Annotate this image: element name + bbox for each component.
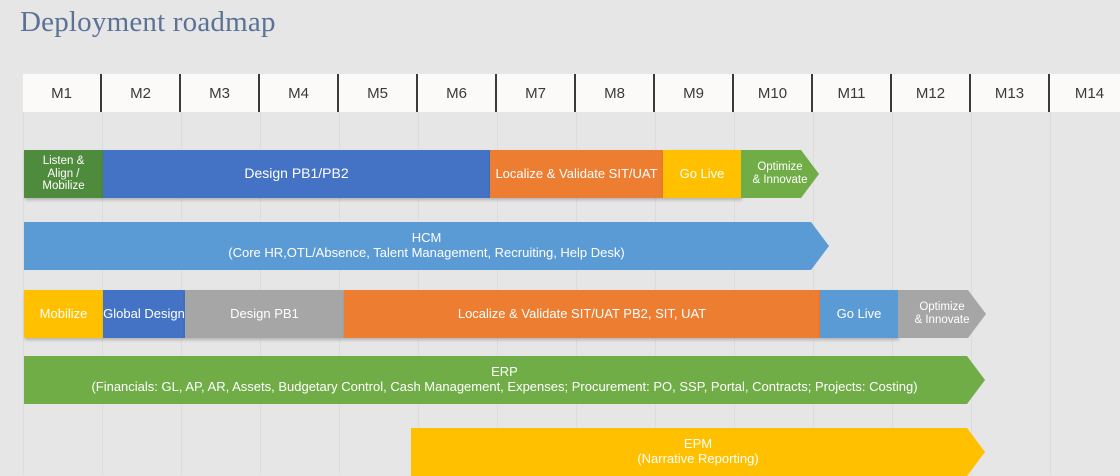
segment-label-line2: (Financials: GL, AP, AR, Assets, Budgeta… bbox=[91, 379, 918, 394]
segment-erp-erp-bar[interactable]: ERP(Financials: GL, AP, AR, Assets, Budg… bbox=[24, 356, 985, 404]
month-cell-m9[interactable]: M9 bbox=[655, 74, 734, 112]
segment-erp-phases-design-pb1[interactable]: Design PB1 bbox=[185, 290, 344, 338]
month-cell-m5[interactable]: M5 bbox=[339, 74, 418, 112]
month-cell-m12[interactable]: M12 bbox=[892, 74, 971, 112]
segment-erp-phases-mobilize[interactable]: Mobilize bbox=[24, 290, 103, 338]
lane-phases: Listen &Align /Mobilize Design PB1/PB2 Loc… bbox=[0, 150, 1120, 198]
segment-label-line1: Optimize bbox=[919, 301, 965, 314]
lane-erp: ERP(Financials: GL, AP, AR, Assets, Budg… bbox=[0, 356, 1120, 404]
segment-label-line1: Listen & bbox=[42, 154, 85, 167]
segment-label-line1: EPM bbox=[683, 436, 713, 452]
segment-label-line1: Global Design bbox=[103, 305, 185, 321]
month-cell-m8[interactable]: M8 bbox=[576, 74, 655, 112]
segment-label-line3: Mobilize bbox=[42, 180, 85, 193]
segment-label-line2: Align / bbox=[47, 167, 80, 180]
segment-epm-epm-bar[interactable]: EPM(Narrative Reporting) bbox=[411, 428, 985, 476]
segment-erp-phases-global-design[interactable]: Global Design bbox=[103, 290, 185, 338]
segment-phases-optimize-innovate[interactable]: Optimize& Innovate bbox=[741, 150, 819, 198]
segment-label-line2: (Narrative Reporting) bbox=[637, 451, 759, 466]
segment-erp-phases-localize-validate-sit-uat-pb2[interactable]: Localize & Validate SIT/UAT PB2, SIT, UA… bbox=[344, 290, 820, 338]
segment-label-line2: & Innovate bbox=[914, 314, 970, 326]
month-cell-m1[interactable]: M1 bbox=[23, 74, 102, 112]
month-cell-m2[interactable]: M2 bbox=[102, 74, 181, 112]
page-title: Deployment roadmap bbox=[20, 6, 276, 38]
month-cell-m4[interactable]: M4 bbox=[260, 74, 339, 112]
segment-label-line1: Localize & Validate SIT/UAT bbox=[495, 165, 658, 181]
segment-label-line1: Mobilize bbox=[39, 305, 88, 321]
segment-phases-listen-align-mobilize[interactable]: Listen &Align /Mobilize bbox=[24, 150, 103, 198]
month-cell-m13[interactable]: M13 bbox=[971, 74, 1050, 112]
segment-label-line1: Go Live bbox=[836, 305, 882, 321]
lane-hcm: HCM(Core HR,OTL/Absence, Talent Manageme… bbox=[0, 222, 1120, 270]
lane-erp-phases: Mobilize Global Design Design PB1 Localize … bbox=[0, 290, 1120, 338]
segment-label-line1: Design PB1 bbox=[230, 305, 299, 321]
segment-label-line1: HCM bbox=[411, 230, 442, 246]
segment-label-line1: Design PB1/PB2 bbox=[244, 165, 349, 182]
lane-epm: EPM(Narrative Reporting) bbox=[0, 428, 1120, 476]
month-cell-m6[interactable]: M6 bbox=[418, 74, 497, 112]
segment-phases-localize-validate-sit-uat[interactable]: Localize & Validate SIT/UAT bbox=[490, 150, 663, 198]
segment-hcm-hcm-bar[interactable]: HCM(Core HR,OTL/Absence, Talent Manageme… bbox=[24, 222, 829, 270]
segment-phases-design-pb1-pb2[interactable]: Design PB1/PB2 bbox=[103, 150, 490, 198]
month-cell-m7[interactable]: M7 bbox=[497, 74, 576, 112]
month-cell-m3[interactable]: M3 bbox=[181, 74, 260, 112]
segment-label-line2: & Innovate bbox=[752, 174, 808, 186]
segment-label-line1: Localize & Validate SIT/UAT PB2, SIT, UA… bbox=[457, 305, 707, 321]
month-cell-m10[interactable]: M10 bbox=[734, 74, 813, 112]
segment-label-line1: Go Live bbox=[679, 165, 725, 181]
month-cell-m14[interactable]: M14 bbox=[1050, 74, 1120, 112]
segment-label-line1: Optimize bbox=[757, 161, 803, 174]
month-cell-m11[interactable]: M11 bbox=[813, 74, 892, 112]
segment-label-line1: ERP bbox=[491, 364, 518, 380]
segment-erp-phases-optimize-innovate[interactable]: Optimize& Innovate bbox=[898, 290, 986, 338]
segment-phases-go-live[interactable]: Go Live bbox=[663, 150, 741, 198]
segment-label-line2: (Core HR,OTL/Absence, Talent Management,… bbox=[228, 245, 625, 260]
segment-erp-phases-go-live[interactable]: Go Live bbox=[820, 290, 898, 338]
